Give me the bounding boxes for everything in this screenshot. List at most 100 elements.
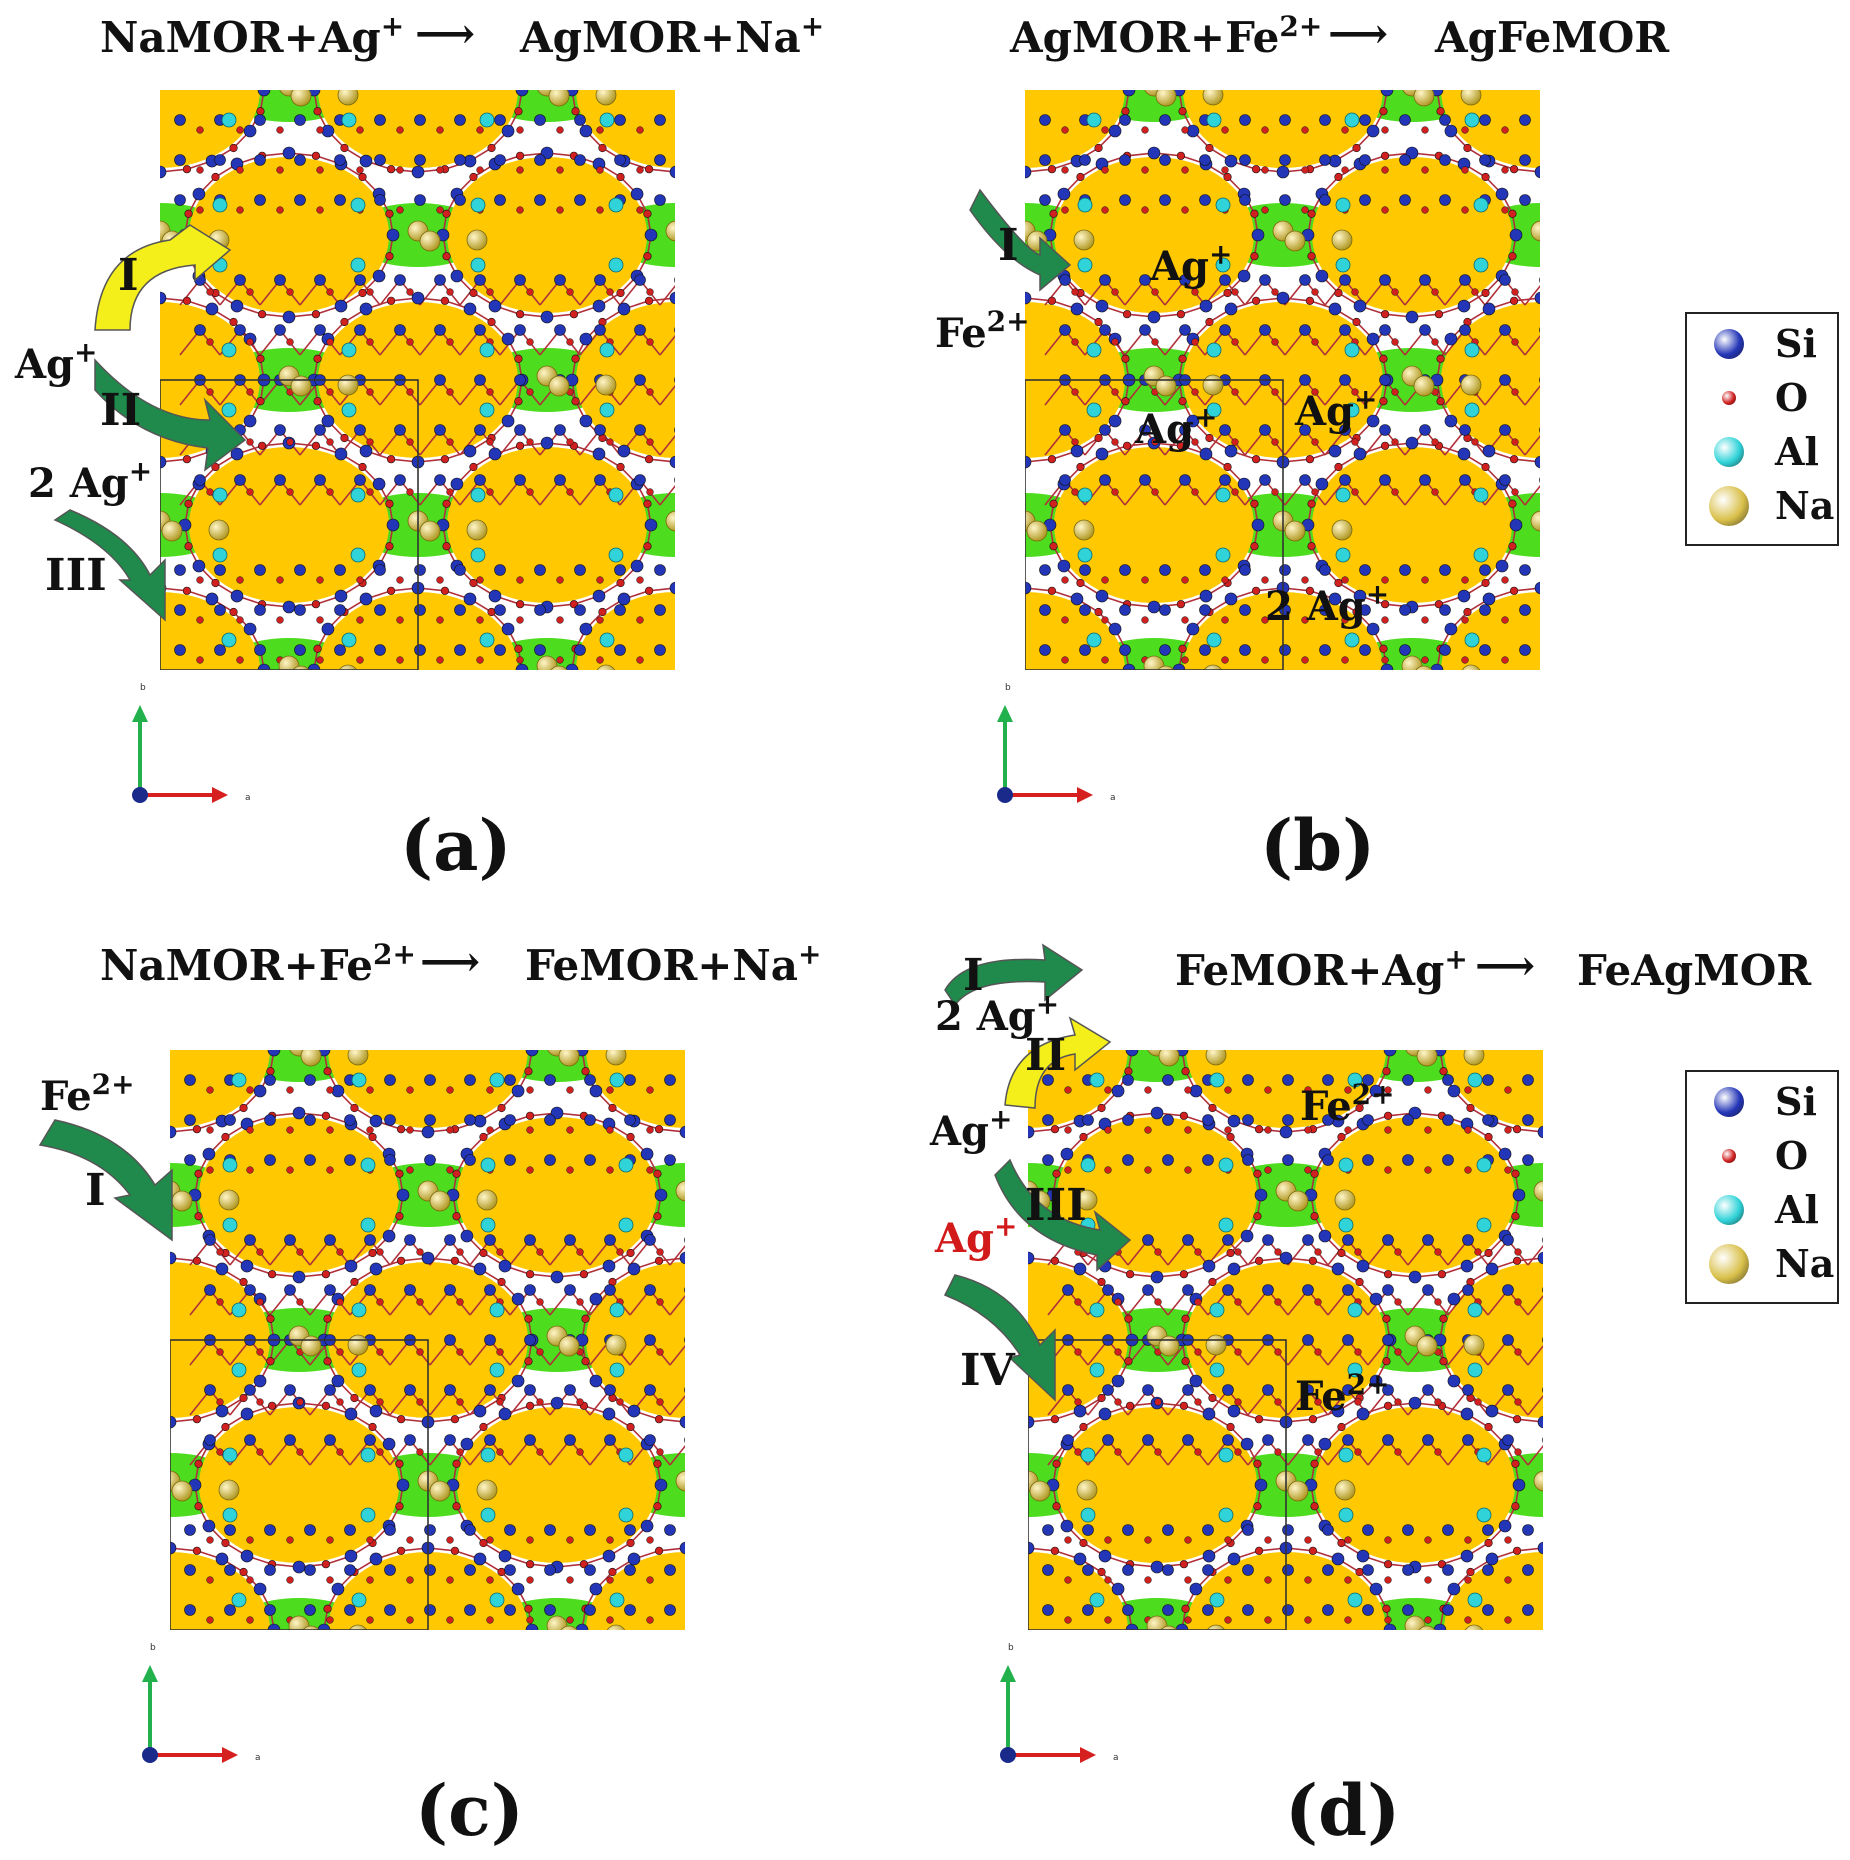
si-atom bbox=[473, 1404, 487, 1418]
si-atom bbox=[414, 194, 426, 206]
o-atom bbox=[1512, 1256, 1522, 1265]
o-atom bbox=[1501, 166, 1509, 174]
o-atom bbox=[1111, 488, 1119, 496]
o-atom bbox=[1304, 1576, 1312, 1584]
o-atom bbox=[229, 607, 238, 617]
o-atom bbox=[1512, 1415, 1522, 1424]
o-atom bbox=[536, 1348, 544, 1356]
o-atom bbox=[256, 1348, 264, 1356]
si-atom bbox=[411, 165, 425, 179]
si-atom bbox=[344, 1549, 358, 1563]
si-atom bbox=[1495, 559, 1509, 573]
si-legend-symbol-icon bbox=[1714, 1087, 1744, 1117]
na-atom bbox=[476, 1479, 498, 1501]
si-atom bbox=[369, 1552, 383, 1566]
al-atom bbox=[1467, 1362, 1483, 1378]
o-atom bbox=[139, 1705, 147, 1713]
al-atom bbox=[222, 1217, 238, 1233]
si-atom bbox=[1227, 1262, 1241, 1276]
si-atom bbox=[359, 592, 373, 606]
si-atom bbox=[1460, 1407, 1474, 1421]
o-atom bbox=[487, 143, 496, 153]
si-atom bbox=[1315, 477, 1329, 491]
o-atom bbox=[350, 1103, 359, 1113]
si-atom bbox=[1482, 1564, 1494, 1576]
na-atom bbox=[302, 1625, 320, 1630]
o-atom bbox=[1184, 1086, 1192, 1094]
si-atom bbox=[1109, 705, 1121, 717]
o-atom bbox=[566, 1576, 574, 1584]
al-atom bbox=[618, 1447, 634, 1463]
si-atom bbox=[1442, 1604, 1454, 1616]
o-atom bbox=[746, 318, 754, 326]
si-atom bbox=[1222, 1284, 1234, 1296]
si-atom bbox=[1242, 1114, 1254, 1126]
o-atom bbox=[1184, 1166, 1192, 1174]
o-atom bbox=[596, 206, 604, 214]
si-atom bbox=[404, 1434, 416, 1446]
o-atom bbox=[194, 1502, 203, 1511]
si-atom bbox=[1537, 1125, 1543, 1139]
si-atom bbox=[1025, 291, 1032, 305]
si-atom bbox=[1199, 589, 1213, 603]
o-atom bbox=[1542, 167, 1549, 174]
o-atom bbox=[497, 1567, 506, 1577]
o-atom bbox=[396, 1546, 406, 1555]
o-atom bbox=[576, 1398, 584, 1406]
o-atom bbox=[656, 1298, 664, 1306]
o-atom bbox=[1234, 1398, 1242, 1406]
si-atom bbox=[514, 324, 526, 336]
o-atom bbox=[1061, 206, 1069, 214]
main-channel bbox=[199, 1407, 399, 1563]
o-atom bbox=[1301, 206, 1309, 214]
si-atom bbox=[1202, 1524, 1214, 1536]
o-atom bbox=[326, 488, 334, 496]
o-atom bbox=[323, 1067, 332, 1076]
o-atom bbox=[581, 1357, 590, 1366]
si-atom bbox=[594, 274, 606, 286]
si-atom bbox=[1369, 1582, 1383, 1596]
si-atom bbox=[1519, 604, 1531, 616]
si-atom bbox=[1039, 114, 1051, 126]
si-atom bbox=[1111, 1582, 1125, 1596]
o-atom bbox=[56, 65, 64, 73]
si-atom bbox=[1039, 604, 1051, 616]
o-atom bbox=[1064, 1576, 1072, 1584]
na-atom bbox=[429, 1480, 451, 1502]
o-atom bbox=[1121, 354, 1130, 363]
o-atom bbox=[1261, 576, 1269, 584]
si-atom bbox=[1359, 114, 1371, 126]
o-atom bbox=[598, 607, 607, 617]
o-atom bbox=[1421, 616, 1429, 624]
arrow-site-I: I bbox=[969, 188, 1072, 292]
reaction-arrow: ⟶ bbox=[1475, 941, 1535, 990]
o-atom bbox=[994, 745, 1002, 753]
si-atom bbox=[294, 564, 306, 576]
si-atom bbox=[424, 1524, 436, 1536]
al-atom bbox=[729, 198, 743, 212]
al-atom bbox=[1077, 547, 1093, 563]
o-atom bbox=[1304, 1166, 1312, 1174]
o-atom bbox=[1384, 1616, 1392, 1624]
o-atom bbox=[1111, 388, 1119, 396]
o-atom bbox=[93, 1394, 101, 1402]
si-atom bbox=[1402, 1074, 1414, 1086]
o-atom bbox=[1205, 433, 1214, 443]
o-atom bbox=[1421, 166, 1429, 174]
o-atom bbox=[1381, 126, 1389, 134]
o-atom bbox=[66, 1025, 74, 1033]
si-atom bbox=[1251, 518, 1265, 532]
arrow-site-I: I bbox=[38, 1119, 173, 1242]
o-atom bbox=[1253, 1502, 1262, 1511]
al-atom bbox=[1473, 257, 1489, 273]
na-legend-symbol-icon bbox=[1709, 486, 1749, 526]
o-atom bbox=[646, 338, 654, 346]
o-atom bbox=[1311, 438, 1319, 446]
o-atom bbox=[644, 296, 654, 305]
si-atom bbox=[424, 1604, 436, 1616]
si-atom bbox=[1059, 324, 1071, 336]
si-atom bbox=[669, 455, 675, 469]
o-atom bbox=[1484, 1538, 1493, 1548]
o-atom bbox=[1504, 1536, 1512, 1544]
al-atom bbox=[222, 693, 236, 707]
